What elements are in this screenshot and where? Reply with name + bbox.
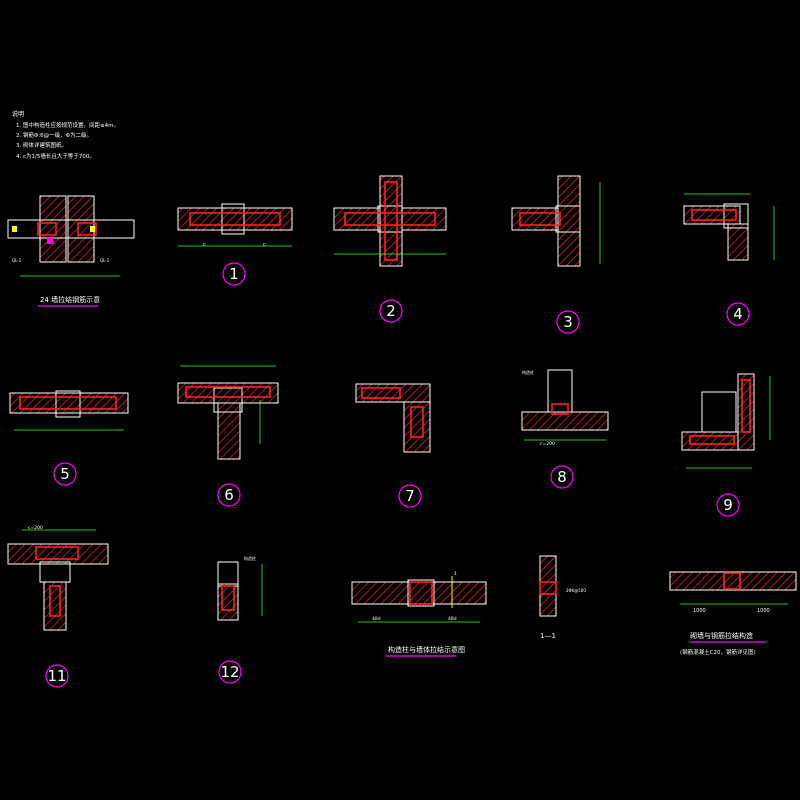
note-item: 4. c为1/5墙长且大于等于700。 [16,152,95,160]
detail-1: c c 1 [177,203,293,286]
note-item: 3. 砌体详建筑图纸。 [16,141,67,149]
caption-tie-beam: 砌墙与钢筋拉结构造 [690,631,753,640]
notes-block: 说明 1. 图中构造柱应按规范设置，间距≤4m。 2. 钢筋Φ:6@一级，Φ为二… [12,110,119,160]
detail-col-grid: 1 48d 48d 构造柱与墙体拉结示意图 [351,571,487,657]
dim-label: c=200 [28,525,43,531]
detail-7: 7 [355,383,431,508]
detail-number: 6 [224,486,234,504]
detail-3: 3 [511,175,601,334]
ql-label: QL-1 [100,258,110,263]
detail-number: 11 [47,667,66,685]
detail-number: 4 [733,305,743,323]
detail-5: 5 [9,390,129,486]
caption-24-wall: 24 墙拉结钢筋示意 [40,295,100,304]
dim-label: 1000 [693,608,706,614]
detail-number: 1 [229,265,239,283]
rebar-note: 2Φ6@500 [566,588,586,593]
detail-number: 9 [723,496,733,514]
dim-c: c [263,242,266,248]
dim-label: 48d [448,616,457,622]
gz-label: 构造柱 [244,555,256,561]
section-mark: 1 [454,571,457,577]
caption-section: 1—1 [540,632,556,640]
detail-2: 2 [333,175,447,323]
detail-number: 8 [557,468,567,486]
detail-4: 4 [683,193,775,326]
detail-number: 2 [386,302,396,320]
notes-heading: 说明 [12,110,24,118]
note-item: 2. 钢筋Φ:6@一级，Φ为二级。 [16,131,92,139]
detail-section-1-1: 2Φ6@500 1—1 [539,555,586,640]
detail-number: 12 [220,663,239,681]
gz-label: 构造柱 [522,369,534,375]
detail-tie-beam: 1000 1000 砌墙与钢筋拉结构造 (钢筋混凝土C20，钢筋详见图) [669,571,797,656]
detail-9: 9 [681,373,771,517]
detail-number: 3 [563,313,573,331]
caption-tie-beam-note: (钢筋混凝土C20，钢筋详见图) [680,648,756,656]
detail-12: 构造柱 12 [217,555,263,684]
detail-11: c=200 11 [7,525,109,688]
detail-6: 6 [177,365,279,507]
dim-c: c [203,242,206,248]
caption-col-grid: 构造柱与墙体拉结示意图 [388,645,465,654]
detail-number: 7 [405,487,415,505]
dim-label: 48d [372,616,381,622]
dim-label: 1000 [757,608,770,614]
detail-24-wall: QL-1 QL-1 24 墙拉结钢筋示意 [7,195,135,307]
note-item: 1. 图中构造柱应按规范设置，间距≤4m。 [16,121,119,129]
dim-label: c=200 [540,441,555,447]
detail-8: 构造柱 c=200 8 [521,369,609,489]
ql-label: QL-1 [12,258,22,263]
detail-number: 5 [60,465,70,483]
